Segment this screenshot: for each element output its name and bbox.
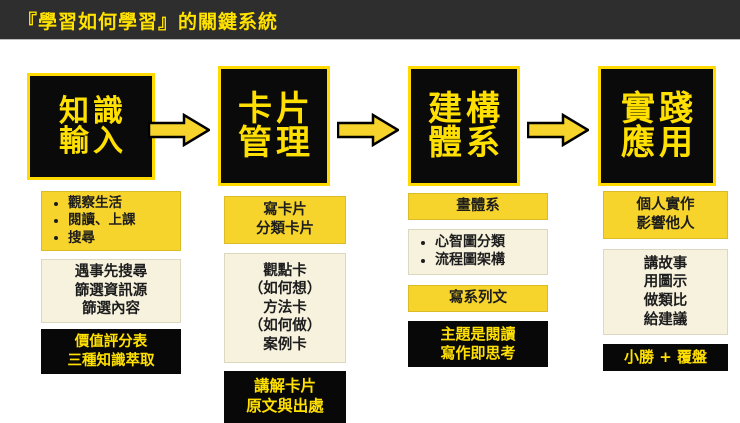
- content-line: 給建議: [643, 311, 688, 328]
- content-line: 篩選內容: [82, 301, 140, 318]
- stage-heading-line: 知識: [59, 93, 127, 129]
- content-line: 講故事: [643, 255, 688, 272]
- page-title: 『學習如何學習』的關鍵系統: [18, 11, 279, 33]
- content-line: 做類比: [643, 293, 688, 309]
- stage-heading-line: 應用: [621, 123, 697, 163]
- content-box-card-management-1: 寫卡片分類卡片: [224, 196, 346, 244]
- content-line: 三種知識萃取: [67, 352, 155, 369]
- content-line: 主題是閱讀: [440, 325, 516, 343]
- content-line: 心智圖分類: [413, 234, 543, 252]
- content-line: 閱讀、上課: [46, 212, 176, 229]
- content-line: 案例卡: [263, 336, 307, 353]
- content-line: （如何想）: [248, 281, 322, 298]
- content-box-practice-apply-1: 個人實作影響他人: [603, 191, 728, 239]
- stage-heading-knowledge-input: 知識輸入: [27, 73, 155, 180]
- arrow-stage3-to-stage4: [527, 113, 589, 147]
- content-line: （如何做）: [248, 318, 322, 335]
- content-box-build-system-4: 主題是閱讀寫作即思考: [408, 321, 548, 368]
- content-line: 價值評分表: [74, 334, 148, 350]
- content-box-knowledge-input-2: 遇事先搜尋篩選資訊源篩選內容: [41, 259, 181, 323]
- arrow-stage1-to-stage2: [148, 113, 210, 147]
- content-line: 畫體系: [456, 198, 500, 214]
- content-box-knowledge-input-3: 價值評分表三種知識萃取: [41, 329, 181, 375]
- content-line: 方法卡: [263, 299, 307, 316]
- content-line: 分類卡片: [256, 221, 314, 237]
- content-box-knowledge-input-1: 觀察生活閱讀、上課搜尋: [41, 191, 181, 251]
- stage-heading-line: 建構: [428, 89, 504, 129]
- content-line: 小勝 + 覆盤: [623, 348, 707, 366]
- content-line: 搜尋: [46, 230, 176, 247]
- content-line: 講解卡片: [253, 377, 316, 396]
- content-box-build-system-1: 畫體系: [408, 193, 548, 220]
- content-box-practice-apply-2: 講故事用圖示做類比給建議: [603, 249, 728, 335]
- content-line: 個人實作: [636, 197, 695, 214]
- content-box-practice-apply-3: 小勝 + 覆盤: [603, 344, 728, 372]
- stage-heading-line: 卡片: [238, 89, 314, 129]
- content-line: 用圖示: [643, 274, 688, 291]
- content-line: 影響他人: [636, 216, 695, 232]
- content-box-build-system-3: 寫系列文: [408, 285, 548, 312]
- content-line: 寫作即思考: [440, 344, 516, 363]
- content-box-build-system-2: 心智圖分類流程圖架構: [408, 229, 548, 275]
- content-line: 原文與出處: [246, 397, 324, 415]
- content-box-card-management-3: 講解卡片原文與出處: [224, 371, 346, 423]
- stage-heading-build-system: 建構體系: [408, 66, 520, 186]
- arrow-stage2-to-stage3: [337, 113, 399, 147]
- diagram-canvas: 知識輸入觀察生活閱讀、上課搜尋遇事先搜尋篩選資訊源篩選內容價值評分表三種知識萃取…: [0, 41, 740, 423]
- header-bar: 『學習如何學習』的關鍵系統: [0, 0, 740, 40]
- content-line: 篩選資訊源: [74, 282, 148, 299]
- content-line: 觀點卡: [263, 262, 307, 279]
- stage-heading-practice-apply: 實踐應用: [598, 66, 716, 186]
- content-box-card-management-2: 觀點卡 （如何想）方法卡 （如何做）案例卡: [224, 253, 346, 363]
- content-line: 觀察生活: [46, 195, 176, 212]
- content-line: 遇事先搜尋: [74, 264, 148, 280]
- stage-heading-line: 管理: [238, 123, 314, 163]
- stage-heading-line: 輸入: [59, 123, 127, 159]
- stage-heading-line: 體系: [428, 123, 504, 163]
- stage-heading-card-management: 卡片管理: [218, 66, 330, 186]
- content-line: 寫卡片: [263, 202, 307, 219]
- stage-heading-line: 實踐: [621, 89, 697, 129]
- content-line: 流程圖架構: [413, 252, 543, 270]
- content-line: 寫系列文: [449, 290, 507, 306]
